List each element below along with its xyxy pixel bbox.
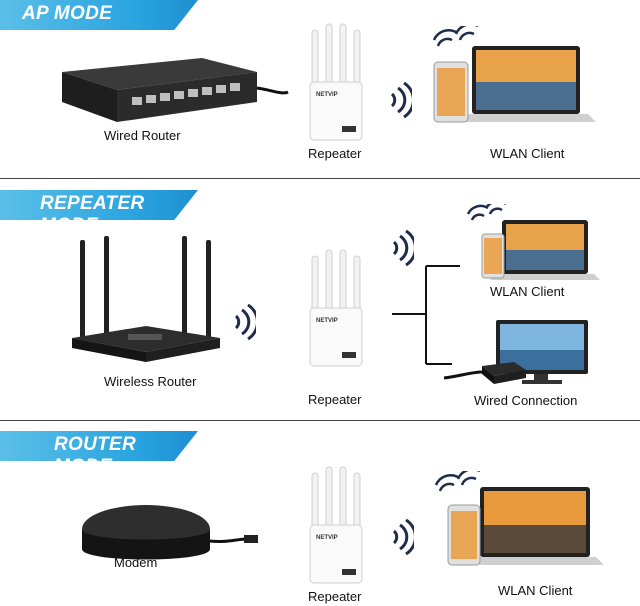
wireless-router-image <box>66 234 226 364</box>
wifi-signal-icon <box>388 82 412 118</box>
modem-label: Modem <box>114 555 157 570</box>
wifi-signal-icon <box>390 519 414 555</box>
router-mode-section: ROUTER MODE Modem NETVIP Repeater <box>0 431 640 606</box>
repeater-mode-title: REPEATER MODE <box>40 193 198 237</box>
wlan-client-image <box>464 204 604 284</box>
wlan-client-image <box>430 471 606 571</box>
repeater-brand: NETVIP <box>316 92 338 98</box>
repeater-brand: NETVIP <box>316 318 338 324</box>
wifi-signal-icon <box>232 304 256 340</box>
repeater-label: Repeater <box>308 392 361 407</box>
wlan-client-label: WLAN Client <box>498 583 572 598</box>
wired-router-label: Wired Router <box>104 128 181 143</box>
wlan-client-label: WLAN Client <box>490 146 564 161</box>
repeater-mode-section: REPEATER MODE Wireless Router NETVIP Rep… <box>0 190 640 420</box>
repeater-label: Repeater <box>308 589 361 604</box>
wlan-client-label: WLAN Client <box>490 284 564 299</box>
modem-image <box>76 491 266 581</box>
wired-connection-image <box>442 318 592 390</box>
section-divider-2 <box>0 420 640 421</box>
router-mode-banner: ROUTER MODE <box>0 431 198 461</box>
wired-router-image <box>52 50 292 130</box>
ap-mode-section: AP MODE Wired Router NETVIP Repeater <box>0 0 640 178</box>
ap-mode-banner: AP MODE <box>0 0 198 30</box>
wireless-router-label: Wireless Router <box>104 374 196 389</box>
section-divider-1 <box>0 178 640 179</box>
repeater-image <box>306 22 366 142</box>
repeater-image <box>306 465 366 585</box>
repeater-label: Repeater <box>308 146 361 161</box>
repeater-image <box>306 248 366 368</box>
wlan-client-image <box>428 26 598 128</box>
repeater-mode-banner: REPEATER MODE <box>0 190 198 220</box>
router-mode-title: ROUTER MODE <box>54 434 198 478</box>
ap-mode-title: AP MODE <box>22 3 112 25</box>
wired-connection-label: Wired Connection <box>474 393 577 408</box>
repeater-brand: NETVIP <box>316 535 338 541</box>
